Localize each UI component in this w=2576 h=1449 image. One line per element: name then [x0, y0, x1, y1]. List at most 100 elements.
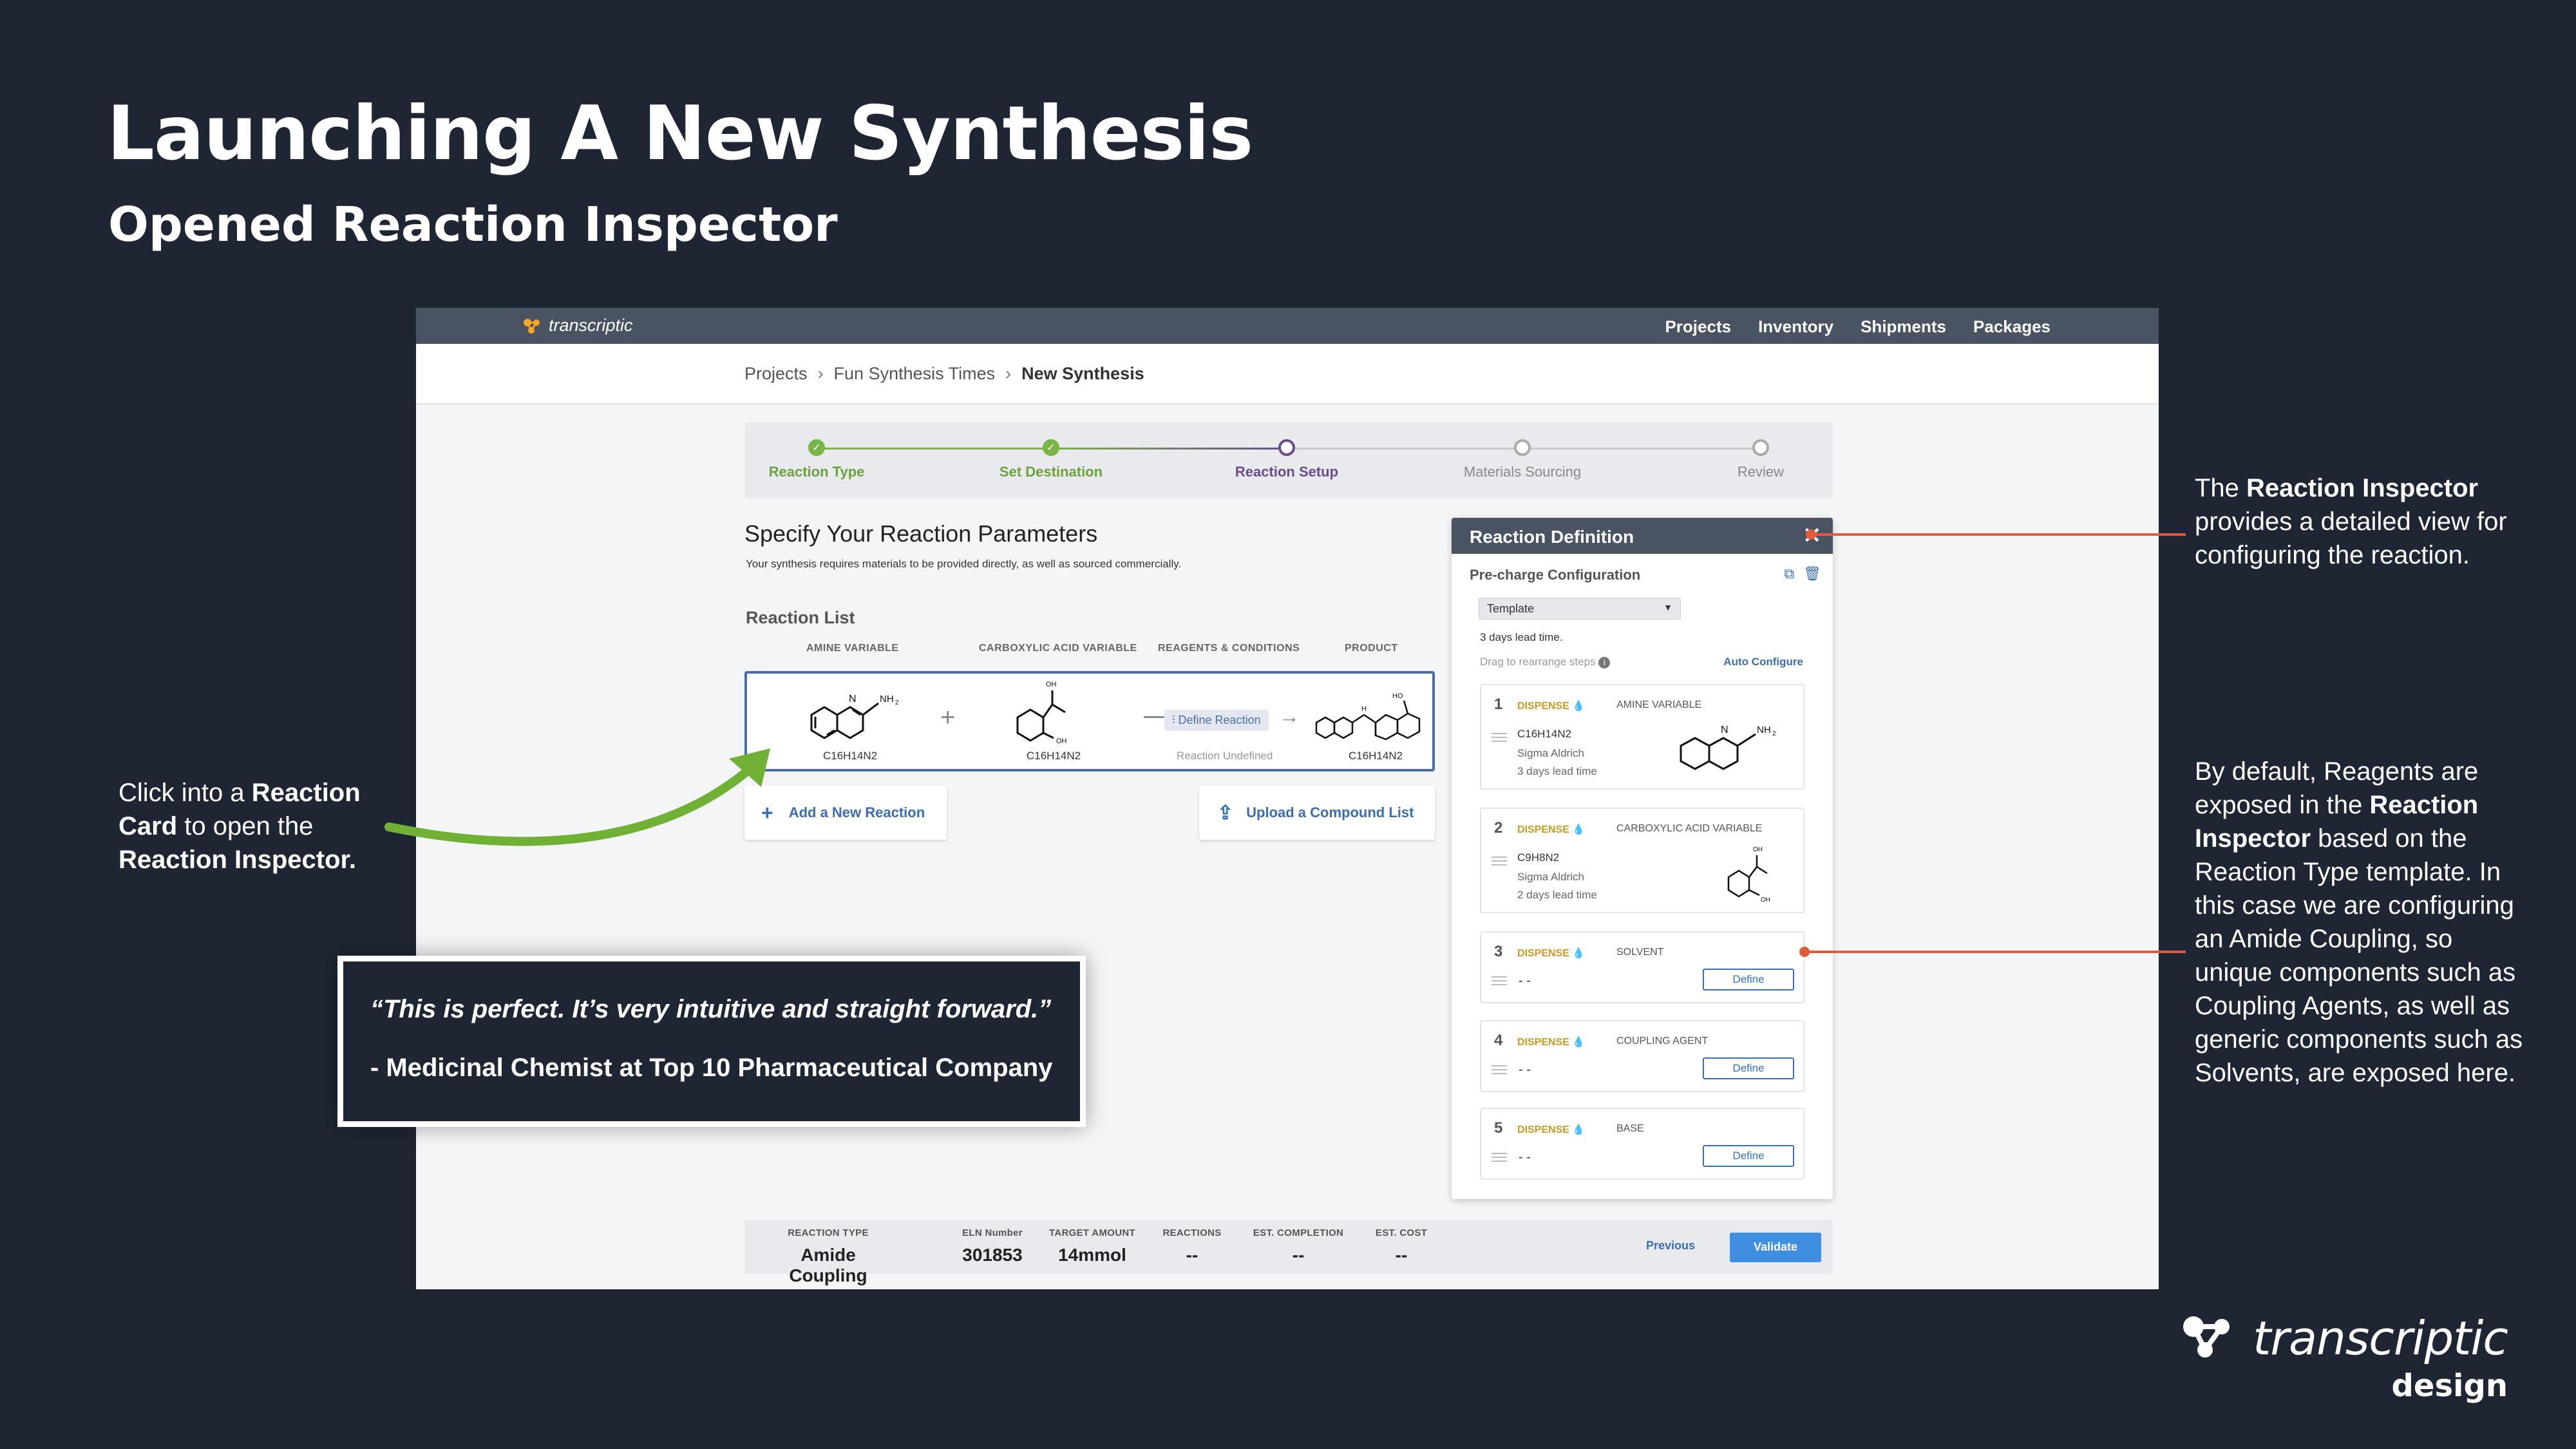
amine-structure-icon: N NH 2 [810, 694, 899, 739]
callout-dot-top [1806, 529, 1816, 540]
check-icon: ✓ [808, 439, 825, 456]
validate-button[interactable]: Validate [1730, 1233, 1821, 1262]
info-icon: i [1598, 657, 1611, 668]
step-card-4[interactable]: 4 DISPENSE 💧 COUPLING AGENT - - Define [1480, 1020, 1804, 1092]
product-structure-icon: HO H [1315, 692, 1421, 741]
drag-handle-icon[interactable] [1492, 976, 1507, 985]
breadcrumb-projects[interactable]: Projects [744, 363, 808, 383]
lead-time-text: 3 days lead time. [1480, 631, 1563, 643]
quote-author: - Medicinal Chemist at Top 10 Pharmaceut… [370, 1054, 1053, 1082]
amine-formula: C16H14N2 [823, 750, 878, 762]
top-nav: Projects Inventory Shipments Packages [1665, 317, 2050, 337]
col-reagents: REAGENTS & CONDITIONS [1158, 643, 1300, 654]
inspector-header: Reaction Definition ✕ [1452, 518, 1833, 554]
template-select[interactable]: Template ▼ [1479, 598, 1681, 620]
step-card-3[interactable]: 3 DISPENSE 💧 SOLVENT - - Define [1480, 931, 1804, 1003]
slide-subtitle: Opened Reaction Inspector [108, 197, 838, 252]
step-review[interactable]: Review [1671, 439, 1851, 480]
section-description: Your synthesis requires materials to be … [746, 558, 1182, 570]
drag-handle-icon[interactable] [1492, 1153, 1507, 1162]
summary-cost: EST. COST-- [1375, 1227, 1428, 1265]
inspector-title: Reaction Definition [1470, 527, 1634, 547]
previous-button[interactable]: Previous [1646, 1239, 1696, 1252]
summary-completion: EST. COMPLETION-- [1253, 1227, 1344, 1265]
oh-label: OH [1046, 681, 1057, 688]
drag-hint: Drag to rearrange steps i [1480, 656, 1611, 668]
app-logo[interactable]: transcriptic [523, 316, 633, 336]
brand-name: transcriptic [2253, 1311, 2508, 1365]
quote-box: “This is perfect. It’s very intuitive an… [337, 956, 1086, 1127]
copy-icon[interactable]: ⧉ [1784, 565, 1795, 582]
transcriptic-logo-icon [524, 318, 540, 334]
n-label: N [849, 694, 857, 705]
nav-packages[interactable]: Packages [1973, 317, 2050, 336]
quote-text: “This is perfect. It’s very intuitive an… [370, 995, 1052, 1023]
step-reaction-setup[interactable]: Reaction Setup [1197, 439, 1377, 480]
nh2-subscript: 2 [1772, 730, 1776, 737]
col-product: PRODUCT [1345, 643, 1398, 654]
chevron-right-icon: › [1005, 363, 1012, 383]
step-dot [1752, 439, 1769, 456]
stepper-track-progress [1051, 448, 1287, 450]
reaction-undefined-label: Reaction Undefined [1177, 750, 1273, 762]
chevron-right-icon: › [817, 363, 824, 383]
check-icon: ✓ [1043, 439, 1059, 456]
step-reaction-type[interactable]: ✓Reaction Type [726, 439, 907, 480]
define-reaction-button[interactable]: ⫶ Define Reaction [1164, 710, 1269, 731]
acid-structure-icon: OH OH [1727, 846, 1770, 904]
nav-shipments[interactable]: Shipments [1861, 317, 1947, 336]
nav-inventory[interactable]: Inventory [1758, 317, 1834, 336]
plus-icon: + [761, 800, 773, 824]
plus-icon: + [940, 703, 956, 732]
inspector-actions: ⧉ 🗑 [1784, 565, 1821, 582]
dispense-label: DISPENSE 💧 [1517, 1124, 1586, 1135]
callout-dot-bottom [1799, 947, 1810, 957]
reaction-card[interactable]: N NH 2 C16H14N2 + OH OH C16H14N2 ⫶ Defin… [744, 671, 1435, 772]
droplet-icon: 💧 [1572, 1037, 1586, 1048]
droplet-icon: 💧 [1572, 701, 1586, 712]
breadcrumb-project[interactable]: Fun Synthesis Times [833, 363, 996, 383]
droplet-icon: 💧 [1572, 1124, 1586, 1135]
oh-label: OH [1753, 846, 1763, 853]
breadcrumb-current: New Synthesis [1021, 363, 1144, 383]
app-logo-text: transcriptic [549, 316, 633, 335]
n-label: N [1721, 724, 1728, 735]
step-card-1[interactable]: 1 DISPENSE 💧 AMINE VARIABLE C16H14N2 Sig… [1480, 684, 1804, 790]
nh2-label: NH [1757, 724, 1771, 735]
trash-icon[interactable]: 🗑 [1803, 565, 1821, 582]
drag-handle-icon[interactable] [1492, 1065, 1507, 1074]
step-set-destination[interactable]: ✓Set Destination [961, 439, 1141, 480]
define-base-button[interactable]: Define [1703, 1145, 1794, 1167]
slide-title: Launching A New Synthesis [107, 90, 1253, 177]
drag-handle-icon[interactable] [1492, 733, 1507, 742]
col-amine: AMINE VARIABLE [806, 643, 899, 654]
dispense-label: DISPENSE 💧 [1517, 1037, 1586, 1048]
annotation-left: Click into a Reaction Card to open the R… [118, 779, 361, 874]
step-dot [1514, 439, 1531, 456]
dispense-label: DISPENSE 💧 [1517, 824, 1586, 835]
define-solvent-button[interactable]: Define [1703, 969, 1794, 990]
oh-label-2: OH [1761, 896, 1770, 904]
col-acid: CARBOXYLIC ACID VARIABLE [979, 643, 1137, 654]
step-materials-sourcing[interactable]: Materials Sourcing [1432, 439, 1613, 480]
auto-configure-link[interactable]: Auto Configure [1723, 656, 1803, 668]
amine-structure-icon: N NH 2 [1680, 724, 1776, 770]
acid-formula: C16H14N2 [1027, 750, 1081, 762]
h-label: H [1361, 705, 1367, 713]
upload-compound-list-button[interactable]: ⇪Upload a Compound List [1199, 786, 1435, 840]
nav-projects[interactable]: Projects [1665, 317, 1732, 336]
step-card-2[interactable]: 2 DISPENSE 💧 CARBOXYLIC ACID VARIABLE C9… [1480, 808, 1804, 913]
green-arrow [384, 755, 764, 846]
breadcrumb: Projects › Fun Synthesis Times › New Syn… [416, 344, 2159, 404]
reaction-list-title: Reaction List [746, 608, 855, 627]
app-header: transcriptic Projects Inventory Shipment… [416, 308, 2159, 344]
add-reaction-button[interactable]: +Add a New Reaction [744, 786, 947, 840]
step-card-5[interactable]: 5 DISPENSE 💧 BASE - - Define [1480, 1108, 1804, 1180]
nh2-label: NH [880, 694, 894, 705]
summary-reactions: REACTIONS-- [1162, 1227, 1222, 1265]
define-coupling-agent-button[interactable]: Define [1703, 1057, 1794, 1079]
drag-handle-icon[interactable] [1492, 857, 1507, 866]
